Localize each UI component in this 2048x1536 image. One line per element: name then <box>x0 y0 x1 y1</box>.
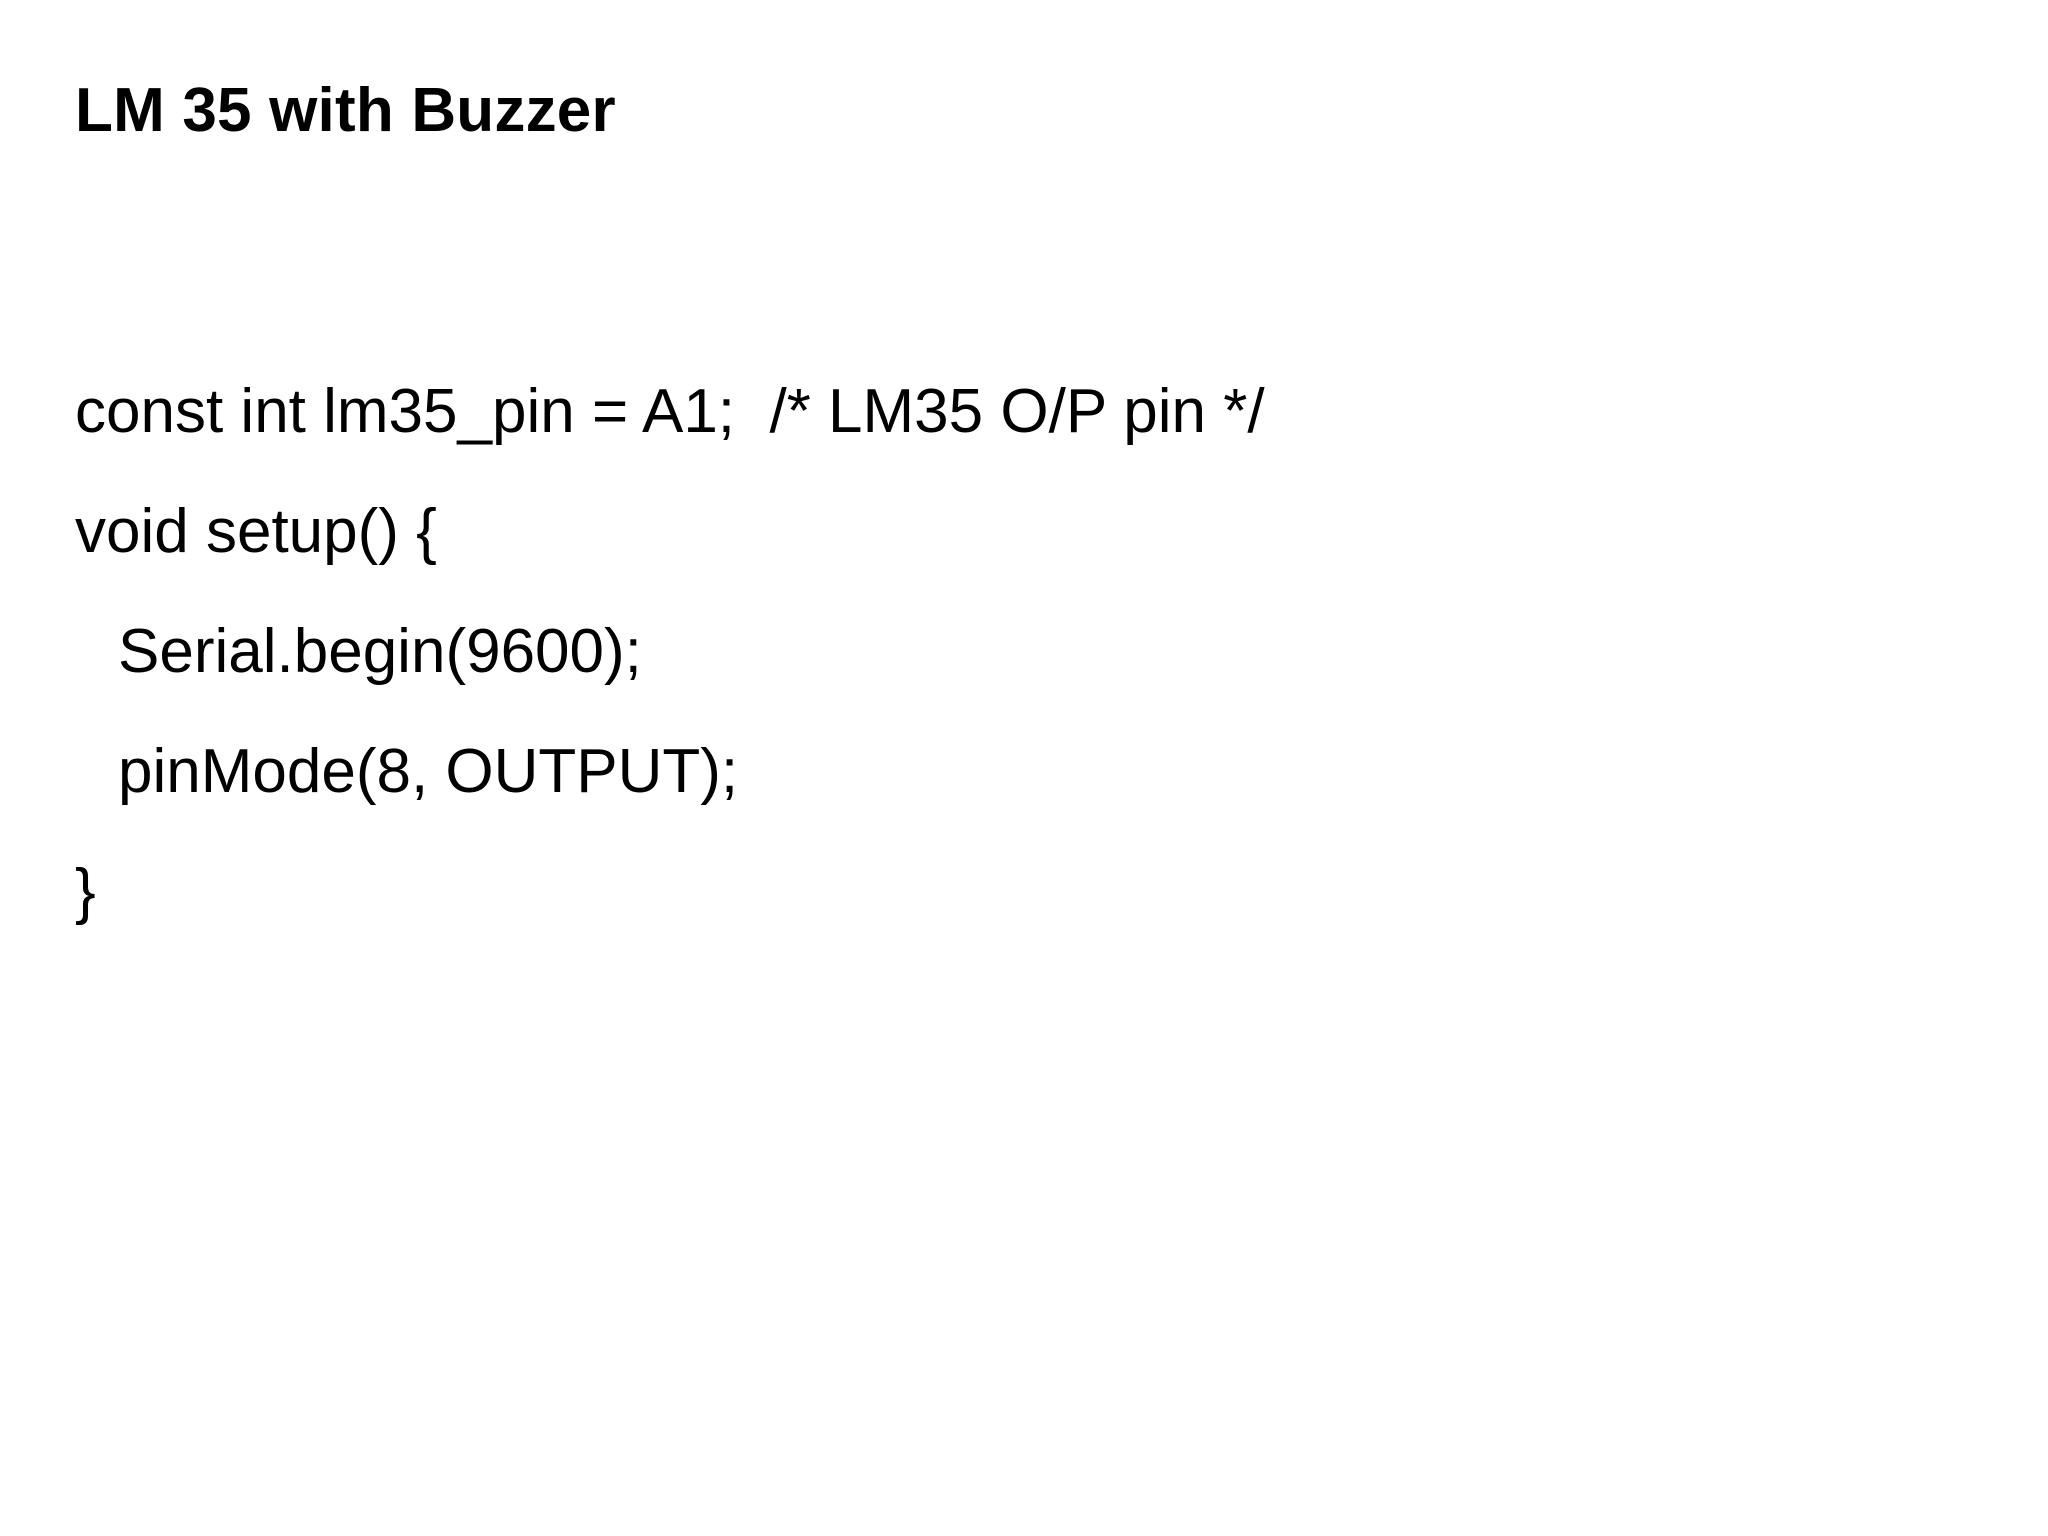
code-line: Serial.begin(9600); <box>118 617 642 686</box>
page-title: LM 35 with Buzzer <box>75 76 616 145</box>
code-line: pinMode(8, OUTPUT); <box>118 737 739 806</box>
code-line: void setup() { <box>75 497 437 566</box>
code-line: } <box>75 857 96 926</box>
code-line: const int lm35_pin = A1; /* LM35 O/P pin… <box>75 377 1265 446</box>
code-block: const int lm35_pin = A1; /* LM35 O/P pin… <box>0 352 2048 952</box>
